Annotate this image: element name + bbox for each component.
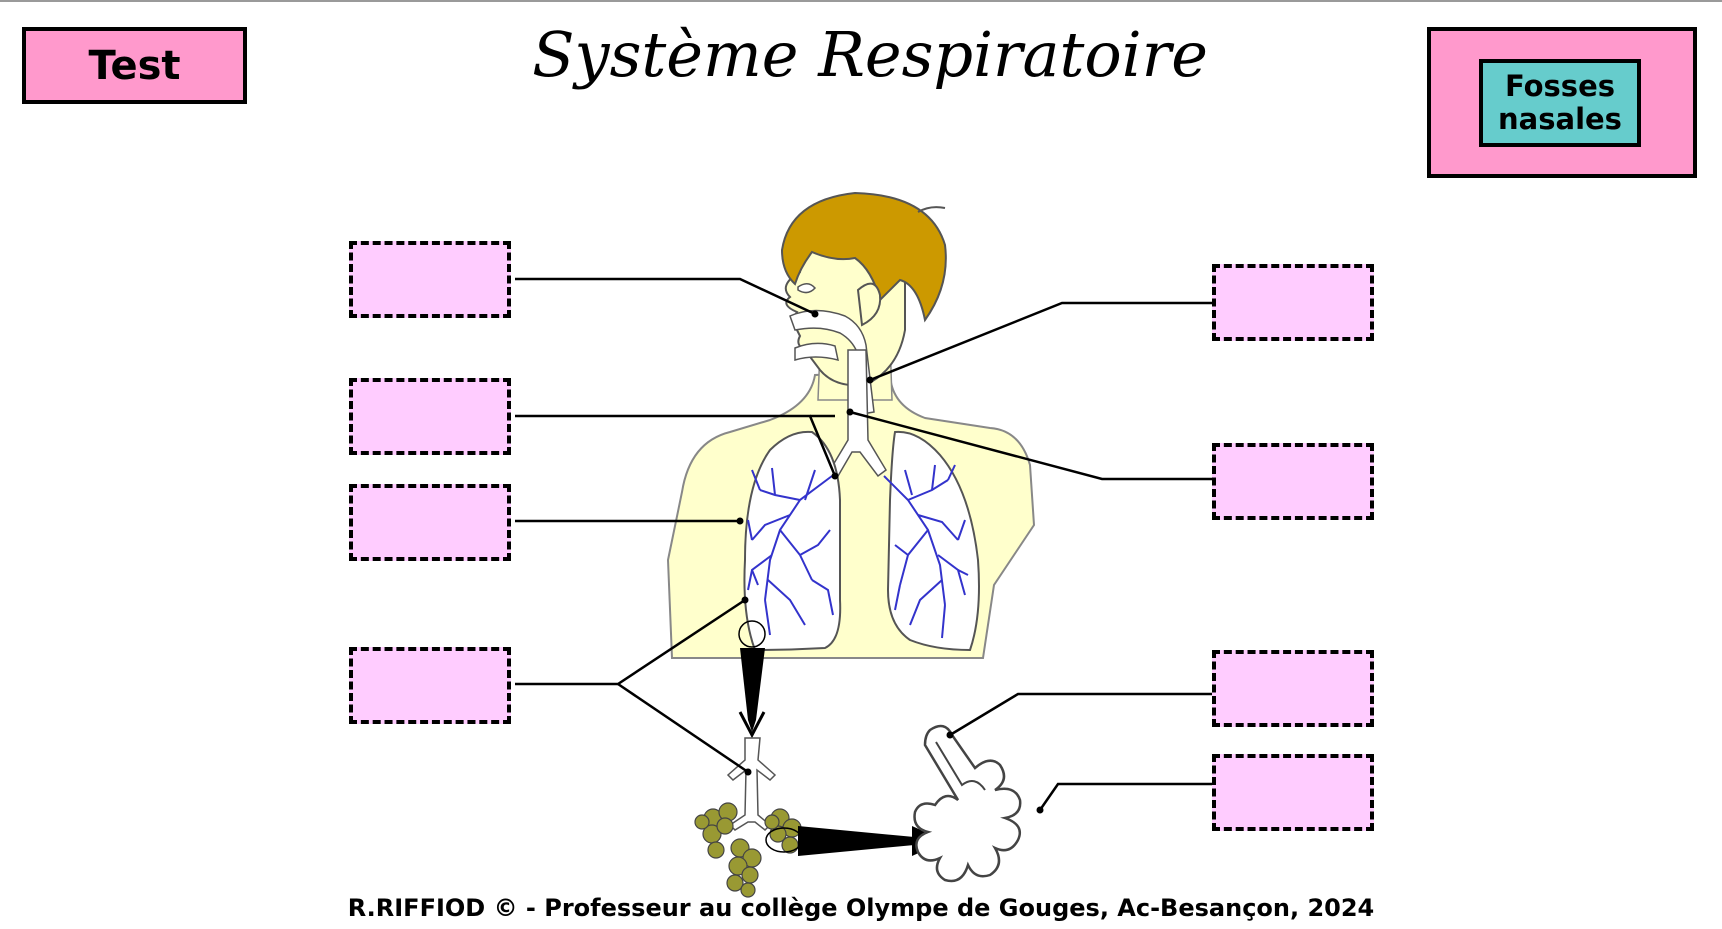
label-chip-fosses-nasales[interactable]: Fosses nasales — [1479, 59, 1641, 147]
drop-zone-left-4[interactable] — [349, 647, 511, 724]
drop-zone-left-1[interactable] — [349, 241, 511, 318]
leader-lines — [515, 277, 1213, 814]
zoom-arrow-right — [798, 826, 925, 856]
footer-credit: R.RIFFIOD © - Professeur au collège Olym… — [347, 894, 1375, 922]
zoom-circle — [738, 620, 766, 648]
test-button[interactable]: Test — [22, 27, 247, 104]
answer-panel: Fosses nasales — [1427, 27, 1697, 178]
alveolus-detail — [913, 724, 1022, 883]
right-bronchi — [883, 464, 969, 639]
drop-zone-right-2[interactable] — [1212, 443, 1374, 520]
drop-zone-left-2[interactable] — [349, 378, 511, 455]
zoom-arrow-down — [740, 648, 765, 732]
ear — [856, 282, 882, 327]
drop-zone-right-3[interactable] — [1212, 650, 1374, 727]
right-lung — [886, 430, 980, 652]
top-border — [0, 0, 1722, 2]
alveoli-cluster — [694, 802, 802, 898]
left-bronchi — [747, 467, 834, 636]
page-title: Système Respiratoire — [532, 18, 1208, 91]
bronchiole — [726, 737, 777, 832]
eye — [797, 283, 816, 294]
drop-zone-right-4[interactable] — [1212, 754, 1374, 831]
hair — [780, 191, 947, 323]
drop-zone-right-1[interactable] — [1212, 264, 1374, 341]
drop-zone-left-3[interactable] — [349, 484, 511, 561]
